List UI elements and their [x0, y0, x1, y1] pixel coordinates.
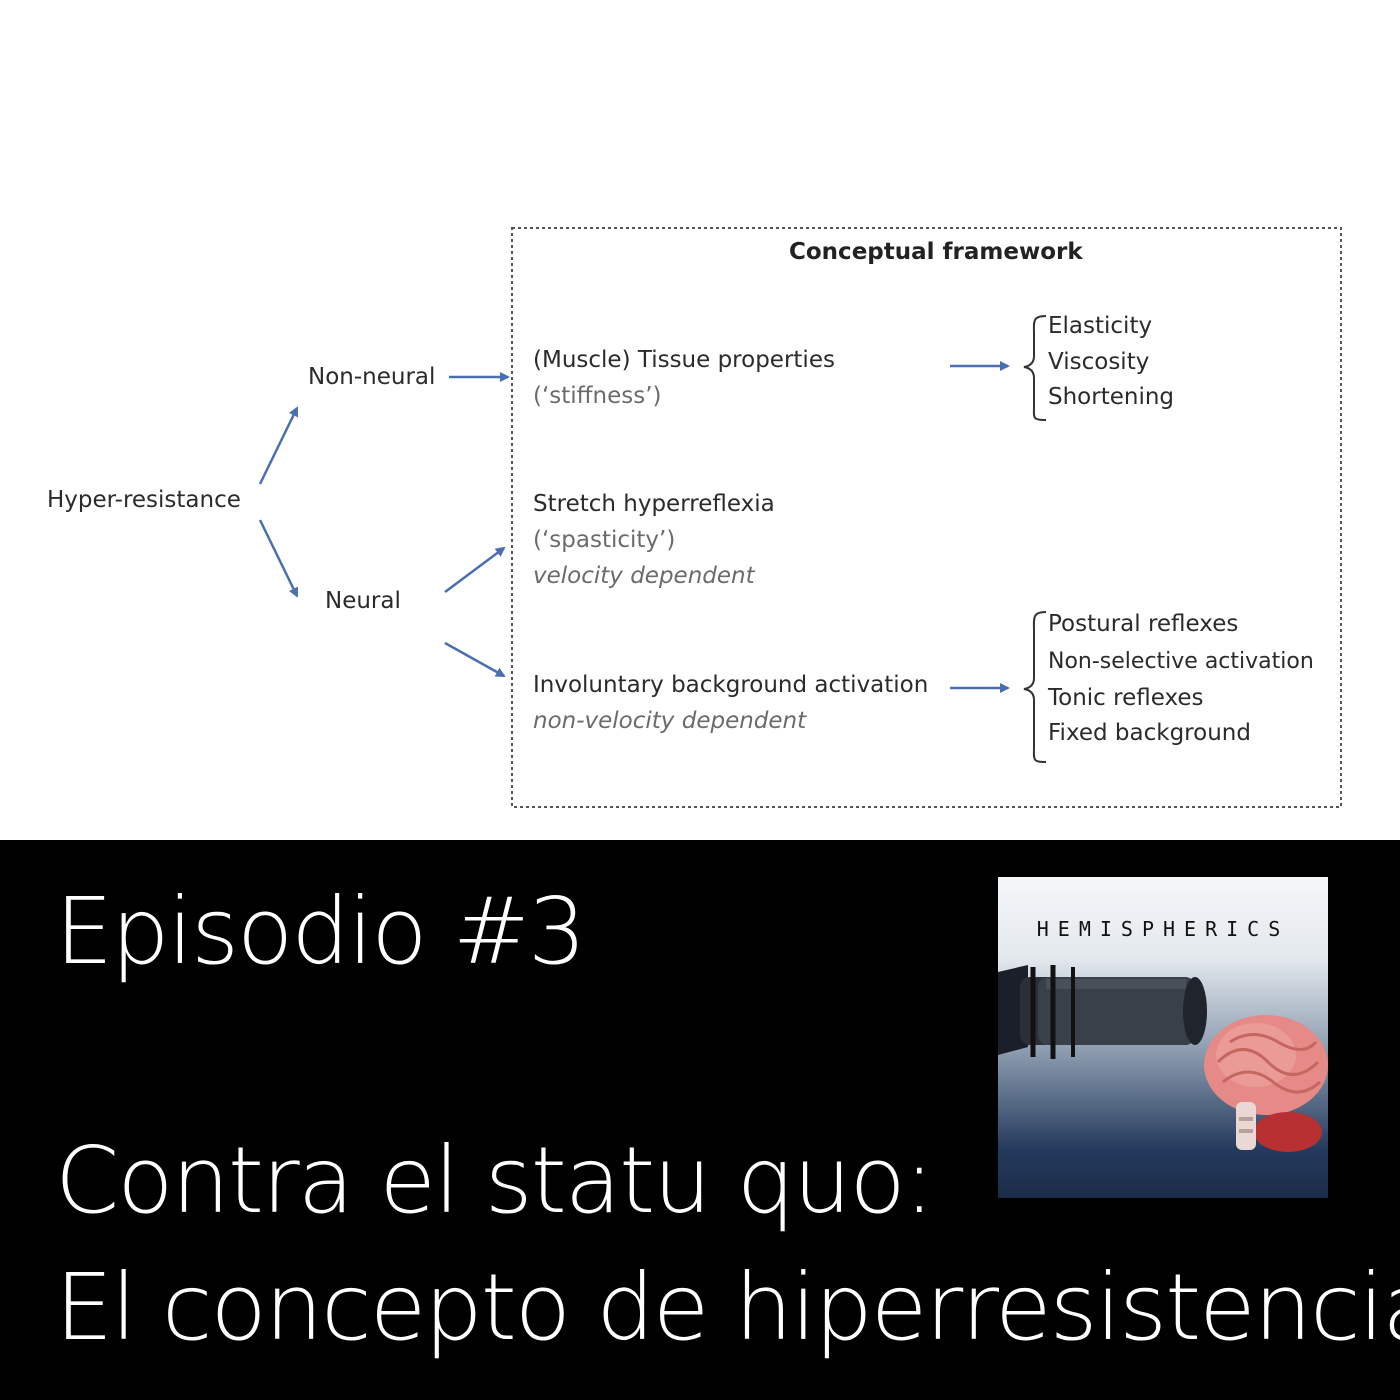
diagram-area: Conceptual framework Hyper-resistance No… — [47, 227, 1342, 808]
root-label: Hyper-resistance — [47, 487, 241, 513]
brace-involuntary — [1023, 611, 1047, 763]
tissue-sub: (‘stiffness’) — [533, 383, 662, 409]
framework-box — [511, 227, 1342, 808]
episode-title-line1: Contra el statu quo: — [55, 1127, 935, 1234]
tissue-title: (Muscle) Tissue properties — [533, 347, 835, 373]
nonneural-label: Non-neural — [308, 364, 436, 390]
stretch-sub: (‘spasticity’) — [533, 527, 676, 553]
neural-label: Neural — [325, 588, 401, 614]
brain-icon — [1204, 1015, 1328, 1152]
tissue-item-viscosity: Viscosity — [1048, 349, 1150, 375]
involuntary-note: non-velocity dependent — [533, 708, 807, 734]
tissue-item-shortening: Shortening — [1048, 384, 1175, 410]
podcast-cover: HEMISPHERICS — [998, 877, 1328, 1198]
involuntary-item-tonic: Tonic reflexes — [1048, 685, 1204, 711]
diagram-lines — [258, 227, 1342, 808]
microphone-icon — [998, 965, 1207, 1059]
arrow-neural-to-involuntary — [444, 641, 506, 678]
stretch-note: velocity dependent — [533, 563, 755, 589]
cover-art — [998, 965, 1328, 1152]
involuntary-item-fixed: Fixed background — [1048, 720, 1251, 746]
framework-title: Conceptual framework — [789, 239, 1083, 265]
involuntary-item-postural: Postural reflexes — [1048, 611, 1239, 637]
stretch-title: Stretch hyperreflexia — [533, 491, 775, 517]
brace-tissue — [1023, 315, 1047, 421]
episode-title-line2: El concepto de hiperresistencia — [55, 1254, 1400, 1361]
cover-title: HEMISPHERICS — [1036, 917, 1290, 941]
involuntary-item-nonselective: Non-selective activation — [1048, 649, 1314, 674]
involuntary-title: Involuntary background activation — [533, 672, 929, 698]
arrow-root-to-nonneural — [258, 406, 299, 485]
episode-number: Episodio #3 — [55, 878, 586, 985]
tissue-item-elasticity: Elasticity — [1048, 313, 1153, 339]
arrow-root-to-neural — [258, 519, 299, 598]
arrow-neural-to-stretch — [444, 546, 506, 594]
